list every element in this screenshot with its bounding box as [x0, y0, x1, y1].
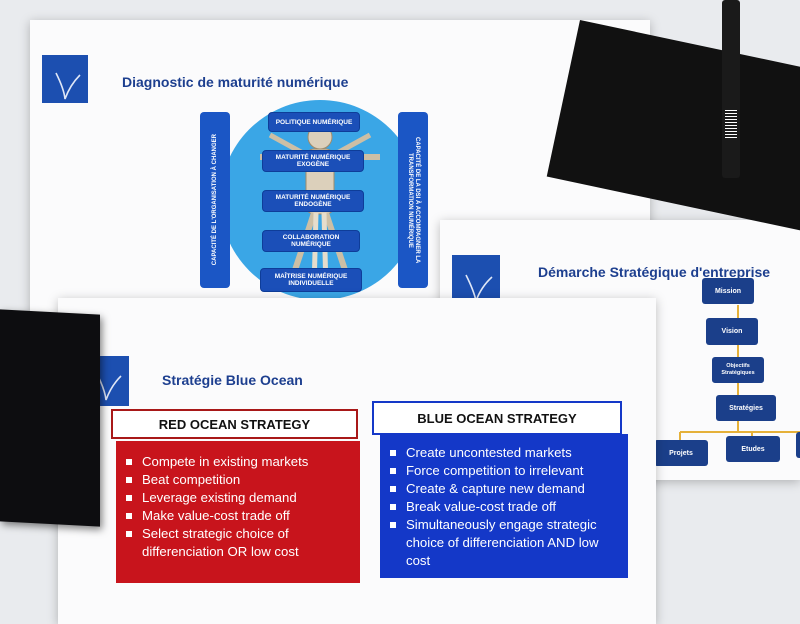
objectifs-box: Objectifs Stratégiques [712, 357, 764, 383]
left-bar-label: CAPACITÉ DE L'ORGANISATION À CHANGER [211, 134, 218, 266]
blue-ocean-list: Create uncontested markets Force competi… [380, 434, 628, 570]
blue-item: Force competition to irrelevant [388, 462, 620, 480]
sheet-blue-ocean: Stratégie Blue Ocean RED OCEAN STRATEGY … [58, 298, 656, 624]
maturity-diagram: CAPACITÉ DE L'ORGANISATION À CHANGER CAP… [190, 100, 450, 300]
etudes-box: Etudes [726, 436, 780, 462]
blue-ocean-header: BLUE OCEAN STRATEGY [372, 401, 622, 435]
level-1: POLITIQUE NUMÉRIQUE [268, 112, 360, 132]
sheet-title: Stratégie Blue Ocean [162, 372, 303, 388]
black-notebook [0, 309, 100, 527]
branch-box-partial [796, 432, 800, 458]
blue-item: Create & capture new demand [388, 480, 620, 498]
left-bar: CAPACITÉ DE L'ORGANISATION À CHANGER [200, 112, 230, 288]
blue-item: Create uncontested markets [388, 444, 620, 462]
strategies-box: Stratégies [716, 395, 776, 421]
logo-icon [42, 55, 88, 103]
sheet-title: Démarche Stratégique d'entreprise [538, 264, 771, 280]
pen-barcode [725, 110, 737, 140]
red-item: Make value-cost trade off [124, 507, 350, 525]
level-2: MATURITÉ NUMÉRIQUE EXOGÈNE [262, 150, 364, 172]
red-item: Select strategic choice of differenciati… [124, 525, 350, 561]
level-5: MAÎTRISE NUMÉRIQUE INDIVIDUELLE [260, 268, 362, 292]
level-3: MATURITÉ NUMÉRIQUE ENDOGÈNE [262, 190, 364, 212]
level-4: COLLABORATION NUMÉRIQUE [262, 230, 360, 252]
red-ocean-panel: Compete in existing markets Beat competi… [116, 441, 360, 583]
red-ocean-header: RED OCEAN STRATEGY [111, 409, 358, 439]
red-item: Beat competition [124, 471, 350, 489]
sheet-diagnostic: Diagnostic de maturité numérique CAPACIT… [30, 20, 650, 320]
connector-lines [679, 305, 800, 440]
right-bar-label: CAPACITÉ DE LA DSI À ACCOMPAGNER LA TRAN… [407, 136, 420, 264]
sheet-title: Diagnostic de maturité numérique [122, 74, 349, 90]
red-ocean-list: Compete in existing markets Beat competi… [116, 441, 360, 561]
blue-ocean-panel: Create uncontested markets Force competi… [380, 434, 628, 578]
red-item: Compete in existing markets [124, 453, 350, 471]
red-item: Leverage existing demand [124, 489, 350, 507]
blue-item: Simultaneously engage strategic choice o… [388, 516, 620, 570]
mission-box: Mission [702, 278, 754, 304]
right-bar: CAPACITÉ DE LA DSI À ACCOMPAGNER LA TRAN… [398, 112, 428, 288]
projets-box: Projets [654, 440, 708, 466]
pen [722, 0, 740, 178]
blue-item: Break value-cost trade off [388, 498, 620, 516]
vision-box: Vision [706, 318, 758, 345]
